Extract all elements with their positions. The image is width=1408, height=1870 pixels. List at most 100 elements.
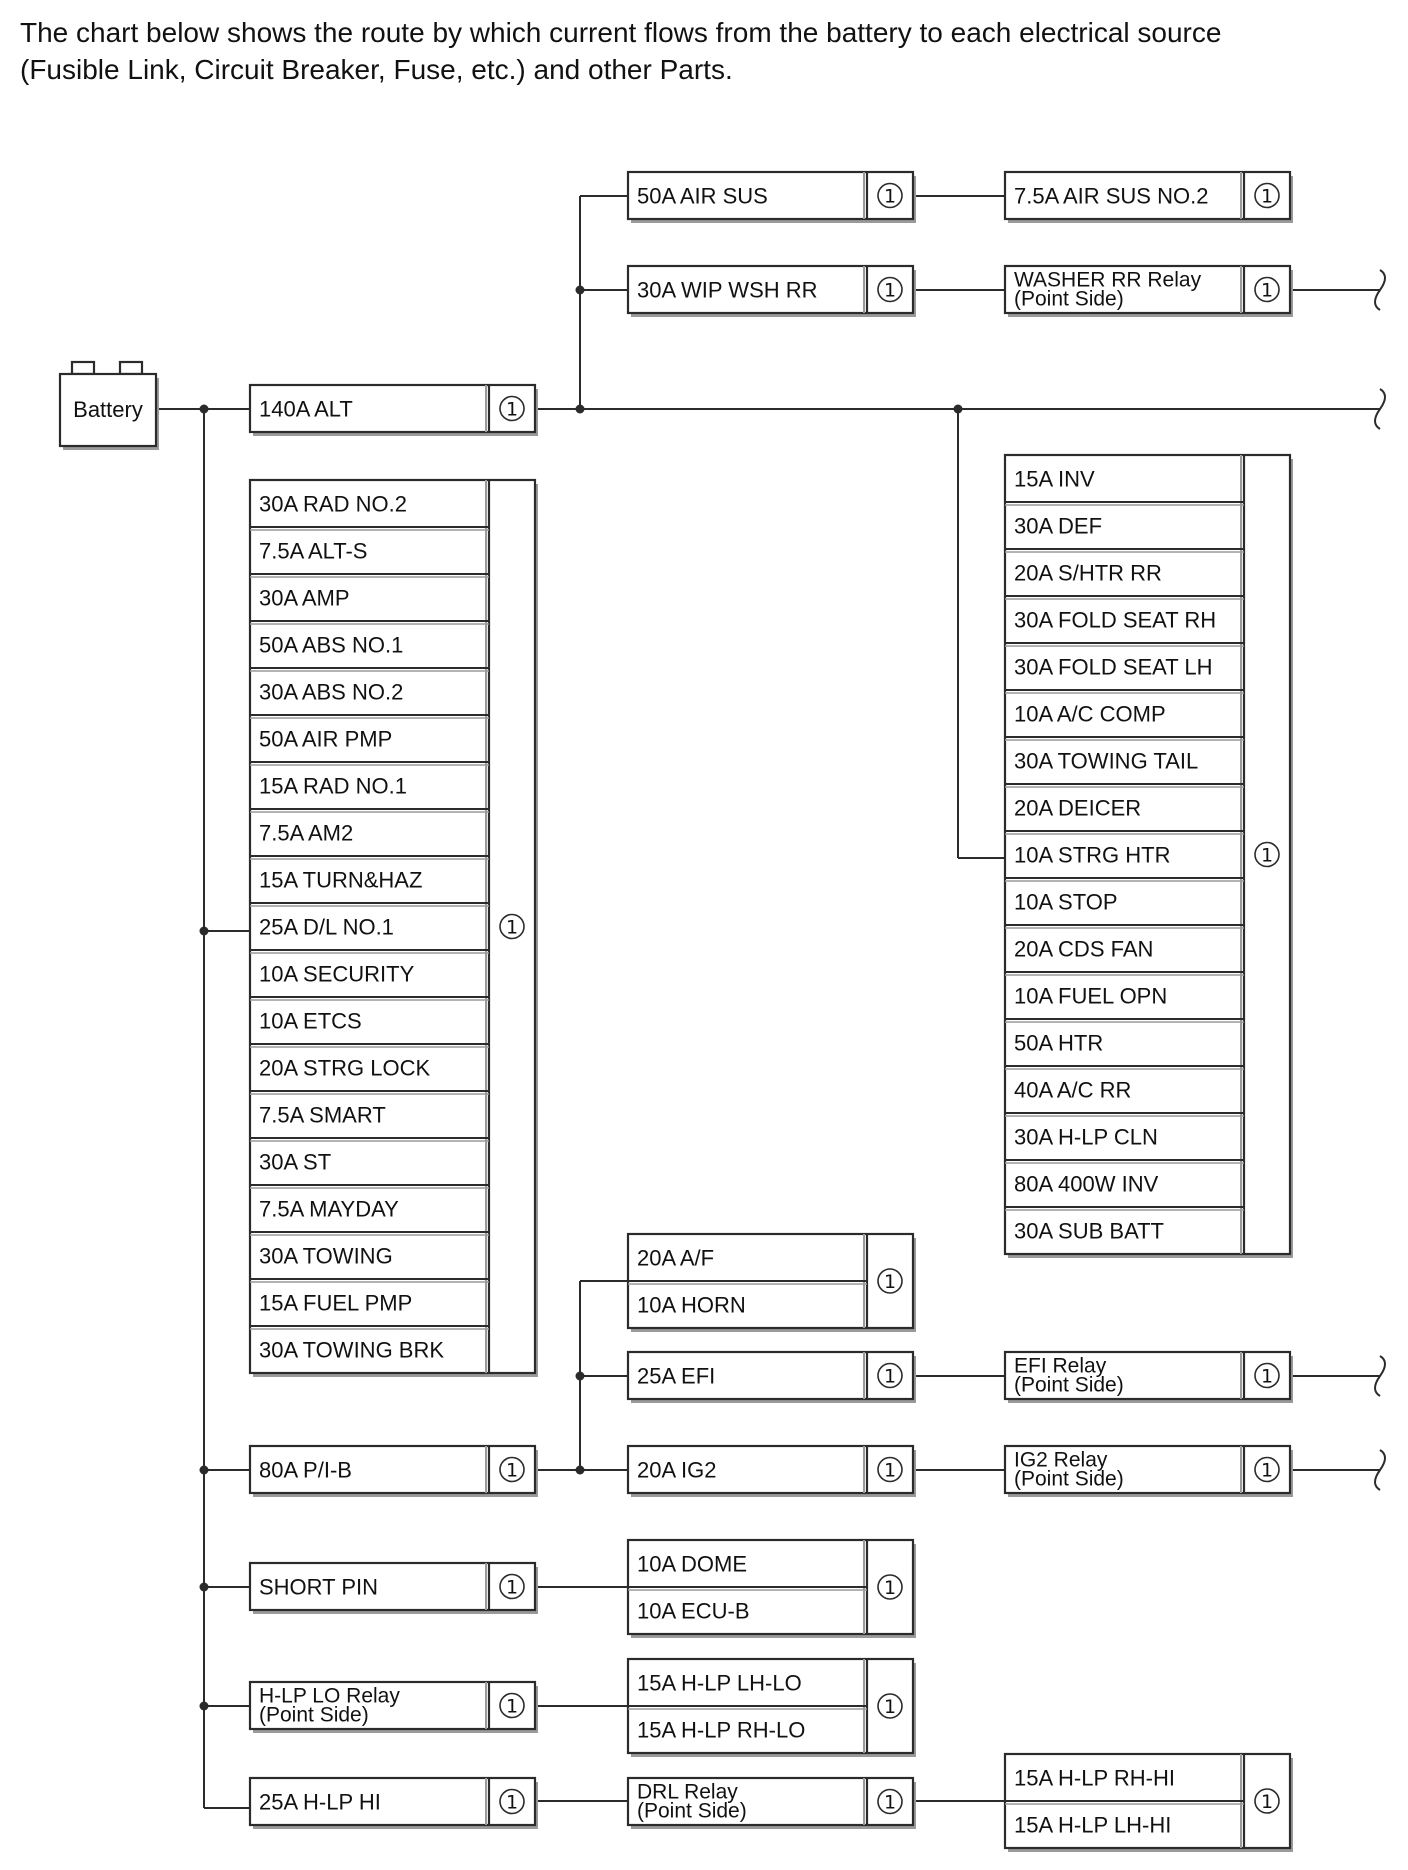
left-fuse-group-row-4-label: 30A ABS NO.2 bbox=[259, 680, 403, 705]
right-fuse-group-row-10-label: 20A CDS FAN bbox=[1014, 937, 1153, 962]
efi-relay-marker-icon bbox=[1254, 1362, 1280, 1389]
efi-relay-row-0-line2: (Point Side) bbox=[1014, 1374, 1124, 1397]
fuse-50a-air-sus: 50A AIR SUS 1 bbox=[626, 170, 916, 223]
right-fuse-group-row-14-label: 30A H-LP CLN bbox=[1014, 1125, 1158, 1150]
right-fuse-group-row-5-label: 10A A/C COMP bbox=[1014, 702, 1166, 727]
fuse-30a-wip-wsh-rr-marker-label: 1 bbox=[884, 280, 896, 302]
right-fuse-group-row-13-label: 40A A/C RR bbox=[1014, 1078, 1131, 1103]
short-pin-marker-label: 1 bbox=[506, 1577, 518, 1599]
short-pin-row-0-label: SHORT PIN bbox=[259, 1575, 378, 1600]
hlp-hi-fuse-group-row-1-label: 15A H-LP LH-HI bbox=[1014, 1813, 1171, 1838]
left-fuse-group-row-14-label: 30A ST bbox=[259, 1150, 331, 1175]
right-fuse-group-marker-icon bbox=[1254, 841, 1280, 868]
fuse-7-5a-air-sus-no2-row-0-label: 7.5A AIR SUS NO.2 bbox=[1014, 184, 1208, 209]
left-fuse-group-marker-label: 1 bbox=[506, 917, 518, 939]
fuse-25a-efi-marker-label: 1 bbox=[884, 1366, 896, 1388]
hlp-hi-fuse-group-marker-label: 1 bbox=[1261, 1791, 1273, 1813]
hlp-hi-fuse-group-marker-icon bbox=[1254, 1788, 1280, 1814]
right-fuse-group-row-4-label: 30A FOLD SEAT LH bbox=[1014, 655, 1213, 680]
left-fuse-group-row-0-label: 30A RAD NO.2 bbox=[259, 492, 407, 517]
fuse-25a-efi: 25A EFI 1 bbox=[626, 1350, 916, 1403]
hlp-lo-fuse-group-marker-label: 1 bbox=[884, 1696, 896, 1718]
fuse-140a-alt-row-0-label: 140A ALT bbox=[259, 397, 353, 422]
ig2-relay-row-0-line1: IG2 Relay bbox=[1014, 1449, 1108, 1472]
short-pin-marker-icon bbox=[499, 1573, 525, 1600]
left-fuse-group-row-3-label: 50A ABS NO.1 bbox=[259, 633, 403, 658]
intro-text: The chart below shows the route by which… bbox=[20, 14, 1390, 88]
washer-rr-relay-marker-label: 1 bbox=[1261, 280, 1273, 302]
fuse-50a-air-sus-row-0-label: 50A AIR SUS bbox=[637, 184, 768, 209]
intro-line-1: The chart below shows the route by which… bbox=[20, 17, 1222, 48]
af-horn-group-marker-label: 1 bbox=[884, 1271, 896, 1293]
drl-relay: DRL Relay(Point Side)1 bbox=[626, 1776, 916, 1829]
right-fuse-group-row-11-label: 10A FUEL OPN bbox=[1014, 984, 1167, 1009]
fuse-25a-efi-marker-icon bbox=[877, 1362, 903, 1389]
right-fuse-group-row-16-label: 30A SUB BATT bbox=[1014, 1219, 1164, 1244]
drl-relay-marker-label: 1 bbox=[884, 1792, 896, 1814]
right-fuse-group-row-2-label: 20A S/HTR RR bbox=[1014, 561, 1162, 586]
fuse-7-5a-air-sus-no2: 7.5A AIR SUS NO.2 1 bbox=[1003, 170, 1293, 223]
right-fuse-group-marker-label: 1 bbox=[1261, 845, 1273, 867]
intro-line-2: (Fusible Link, Circuit Breaker, Fuse, et… bbox=[20, 54, 733, 85]
fuse-80a-pib-marker-label: 1 bbox=[506, 1460, 518, 1482]
fuse-30a-wip-wsh-rr-marker-icon bbox=[877, 276, 903, 303]
left-fuse-group-row-10-label: 10A SECURITY bbox=[259, 962, 415, 987]
fuse-7-5a-air-sus-no2-marker-label: 1 bbox=[1261, 186, 1273, 208]
right-fuse-group-row-15-label: 80A 400W INV bbox=[1014, 1172, 1159, 1197]
fuse-140a-alt-marker-icon bbox=[499, 395, 525, 422]
left-fuse-group-row-12-label: 20A STRG LOCK bbox=[259, 1056, 431, 1081]
hlp-lo-fuse-group-row-0-label: 15A H-LP LH-LO bbox=[637, 1671, 802, 1696]
right-fuse-group-row-1-label: 30A DEF bbox=[1014, 514, 1102, 539]
battery-label: Battery bbox=[73, 397, 143, 422]
washer-rr-relay-row-0-line2: (Point Side) bbox=[1014, 288, 1124, 311]
right-fuse-group-row-0-label: 15A INV bbox=[1014, 467, 1095, 492]
battery: Battery bbox=[58, 360, 159, 450]
washer-rr-relay: WASHER RR Relay(Point Side)1 bbox=[1003, 264, 1293, 317]
right-fuse-group-row-9-label: 10A STOP bbox=[1014, 890, 1118, 915]
fuse-80a-pib-row-0-label: 80A P/I-B bbox=[259, 1458, 352, 1483]
left-fuse-group-row-9-label: 25A D/L NO.1 bbox=[259, 915, 394, 940]
hlp-lo-relay-row-0-line1: H-LP LO Relay bbox=[259, 1685, 400, 1708]
hlp-lo-fuse-group-marker-icon bbox=[877, 1693, 903, 1719]
hlp-lo-relay-marker-icon bbox=[499, 1692, 525, 1719]
dome-ecub-group-row-1-label: 10A ECU-B bbox=[637, 1599, 750, 1624]
fuse-30a-wip-wsh-rr: 30A WIP WSH RR 1 bbox=[626, 264, 916, 317]
af-horn-group-row-0-label: 20A A/F bbox=[637, 1246, 714, 1271]
left-fuse-group-row-11-label: 10A ETCS bbox=[259, 1009, 362, 1034]
dome-ecub-group-marker-label: 1 bbox=[884, 1577, 896, 1599]
fuse-25a-hlp-hi-row-0-label: 25A H-LP HI bbox=[259, 1790, 381, 1815]
short-pin: SHORT PIN 1 bbox=[248, 1561, 538, 1614]
efi-relay-row-0-line1: EFI Relay bbox=[1014, 1355, 1107, 1378]
right-fuse-group: 15A INV 30A DEF 20A S/HTR RR 30A FOLD SEAT … bbox=[1003, 453, 1293, 1258]
fuse-30a-wip-wsh-rr-row-0-label: 30A WIP WSH RR bbox=[637, 278, 818, 303]
left-fuse-group-row-15-label: 7.5A MAYDAY bbox=[259, 1197, 399, 1222]
ig2-relay-row-0-line2: (Point Side) bbox=[1014, 1468, 1124, 1491]
hlp-hi-fuse-group-row-0-label: 15A H-LP RH-HI bbox=[1014, 1766, 1175, 1791]
left-fuse-group-row-1-label: 7.5A ALT-S bbox=[259, 539, 367, 564]
fuse-50a-air-sus-marker-label: 1 bbox=[884, 186, 896, 208]
hlp-lo-relay: H-LP LO Relay(Point Side)1 bbox=[248, 1680, 538, 1733]
left-fuse-group-row-6-label: 15A RAD NO.1 bbox=[259, 774, 407, 799]
fuse-80a-pib-marker-icon bbox=[499, 1456, 525, 1483]
right-fuse-group-row-6-label: 30A TOWING TAIL bbox=[1014, 749, 1198, 774]
left-fuse-group-row-13-label: 7.5A SMART bbox=[259, 1103, 386, 1128]
efi-relay-marker-label: 1 bbox=[1261, 1366, 1273, 1388]
right-fuse-group-row-12-label: 50A HTR bbox=[1014, 1031, 1103, 1056]
left-fuse-group-row-17-label: 15A FUEL PMP bbox=[259, 1291, 412, 1316]
junction-dots bbox=[199, 285, 963, 1711]
hlp-lo-fuse-group-row-1-label: 15A H-LP RH-LO bbox=[637, 1718, 805, 1743]
left-fuse-group-row-2-label: 30A AMP bbox=[259, 586, 350, 611]
fuse-7-5a-air-sus-no2-marker-icon bbox=[1254, 182, 1280, 209]
fuse-20a-ig2-marker-icon bbox=[877, 1456, 903, 1483]
drl-relay-row-0-line2: (Point Side) bbox=[637, 1800, 747, 1823]
fuse-25a-efi-row-0-label: 25A EFI bbox=[637, 1364, 715, 1389]
left-fuse-group-row-8-label: 15A TURN&HAZ bbox=[259, 868, 422, 893]
fuse-50a-air-sus-marker-icon bbox=[877, 182, 903, 209]
left-fuse-group-row-18-label: 30A TOWING BRK bbox=[259, 1338, 444, 1363]
